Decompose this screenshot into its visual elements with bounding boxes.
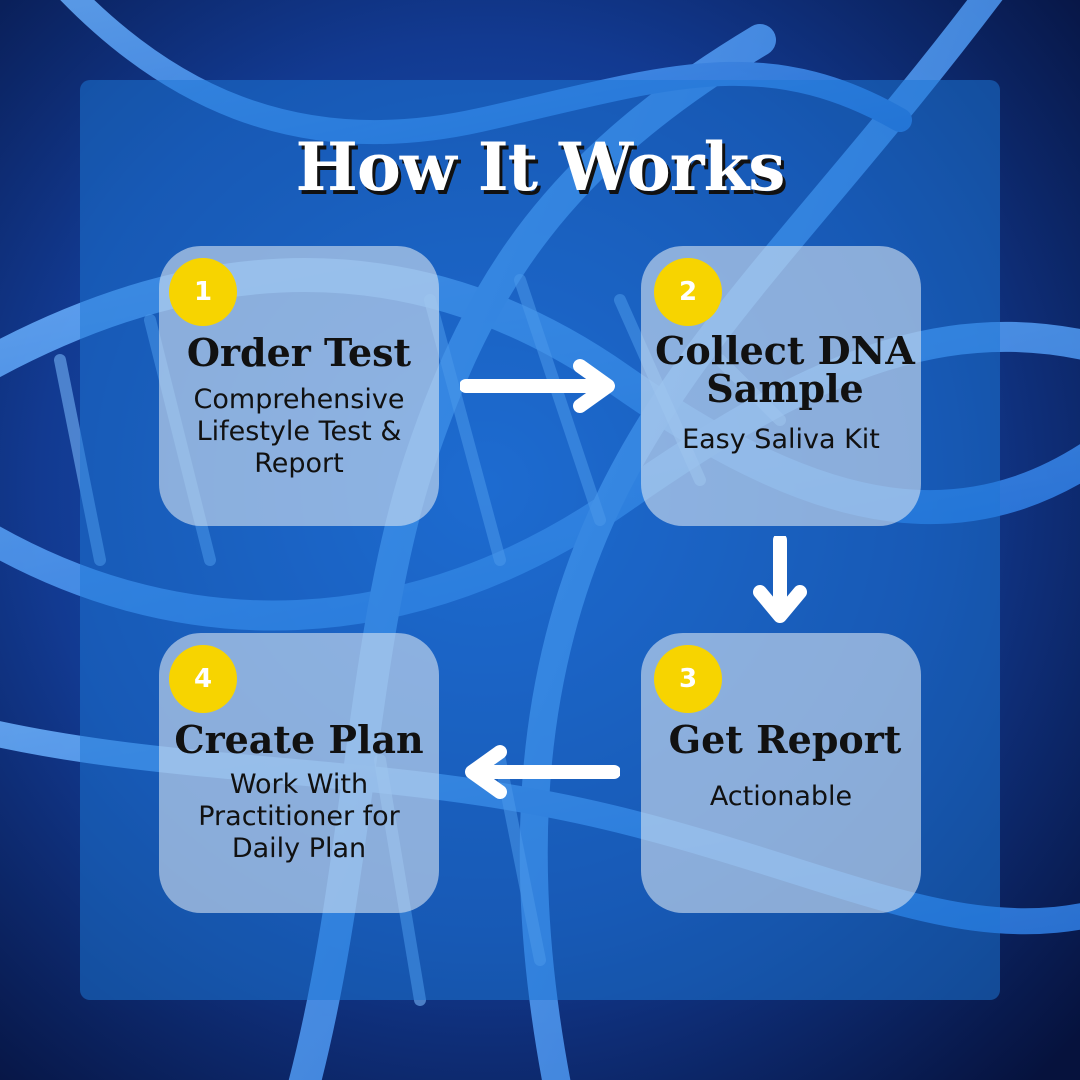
step-card-collect-dna: 2 Collect DNA Sample Easy Saliva Kit bbox=[641, 246, 921, 526]
step-title: Get Report bbox=[668, 717, 902, 762]
step-card-order-test: 1 Order Test Comprehensive Lifestyle Tes… bbox=[159, 246, 439, 526]
page-title: How It Works bbox=[295, 128, 786, 206]
step-title: Create Plan bbox=[174, 717, 424, 762]
step-number-badge: 2 bbox=[654, 258, 722, 326]
step-description: Easy Saliva Kit bbox=[682, 424, 880, 455]
step-card-get-report: 3 Get Report Actionable bbox=[641, 633, 921, 913]
step-number-badge: 4 bbox=[169, 645, 237, 713]
step-title: Order Test bbox=[186, 330, 412, 375]
step-description: Comprehensive Lifestyle Test & Report bbox=[193, 384, 405, 479]
arrow-down-icon bbox=[753, 536, 807, 623]
step-description: Work With Practitioner for Daily Plan bbox=[198, 769, 400, 864]
arrow-right-icon bbox=[460, 359, 615, 413]
step-card-create-plan: 4 Create Plan Work With Practitioner for… bbox=[159, 633, 439, 913]
step-title: Collect DNA Sample bbox=[655, 328, 915, 411]
step-description: Actionable bbox=[709, 781, 853, 812]
step-number-badge: 1 bbox=[169, 258, 237, 326]
arrow-left-icon bbox=[465, 745, 620, 799]
step-number-badge: 3 bbox=[654, 645, 722, 713]
